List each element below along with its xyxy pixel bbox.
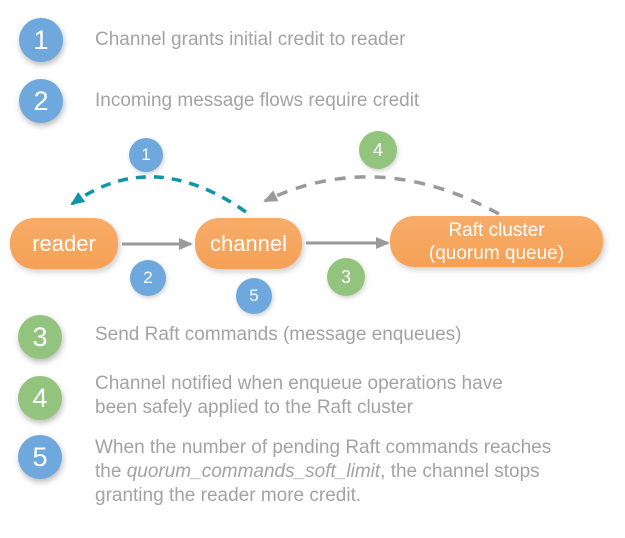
reader-node: reader bbox=[10, 218, 118, 269]
credit-grant-arc-arrow bbox=[70, 175, 248, 214]
raft-label-line2: (quorum queue) bbox=[428, 242, 565, 264]
channel-node: channel bbox=[195, 218, 302, 269]
diagram-badge-1: 1 bbox=[129, 138, 163, 172]
diagram-badge-4: 4 bbox=[359, 131, 397, 169]
raft-applied-arc-arrow bbox=[263, 175, 500, 216]
step-1-text: Channel grants initial credit to reader bbox=[95, 29, 406, 50]
raft-cluster-node: Raft cluster (quorum queue) bbox=[390, 216, 603, 267]
step-5-text-line3: granting the reader more credit. bbox=[95, 485, 362, 506]
diagram-badge-3: 3 bbox=[327, 258, 365, 296]
diagram-badge-2: 2 bbox=[130, 260, 166, 296]
step-2-badge: 2 bbox=[19, 79, 63, 123]
step-3-badge: 3 bbox=[18, 315, 62, 359]
step-4-text-line1: Channel notified when enqueue operations… bbox=[95, 373, 503, 394]
step-4-badge: 4 bbox=[18, 376, 62, 420]
raft-label-line1: Raft cluster bbox=[448, 219, 545, 241]
diagram-badge-5: 5 bbox=[236, 278, 272, 314]
step-4-text: Channel notified when enqueue operations… bbox=[95, 372, 503, 420]
soft-limit-term: quorum_commands_soft_limit bbox=[126, 461, 381, 482]
step-5-text-line2: the quorum_commands_soft_limit, the chan… bbox=[95, 461, 540, 482]
step-5-badge: 5 bbox=[18, 435, 62, 479]
step-5-text: When the number of pending Raft commands… bbox=[95, 436, 551, 508]
step-4-text-line2: been safely applied to the Raft cluster bbox=[95, 397, 413, 418]
step-3-text: Send Raft commands (message enqueues) bbox=[95, 324, 462, 345]
step-2-text: Incoming message flows require credit bbox=[95, 90, 420, 111]
step-5-text-line1: When the number of pending Raft commands… bbox=[95, 437, 552, 458]
step-1-badge: 1 bbox=[19, 18, 63, 62]
